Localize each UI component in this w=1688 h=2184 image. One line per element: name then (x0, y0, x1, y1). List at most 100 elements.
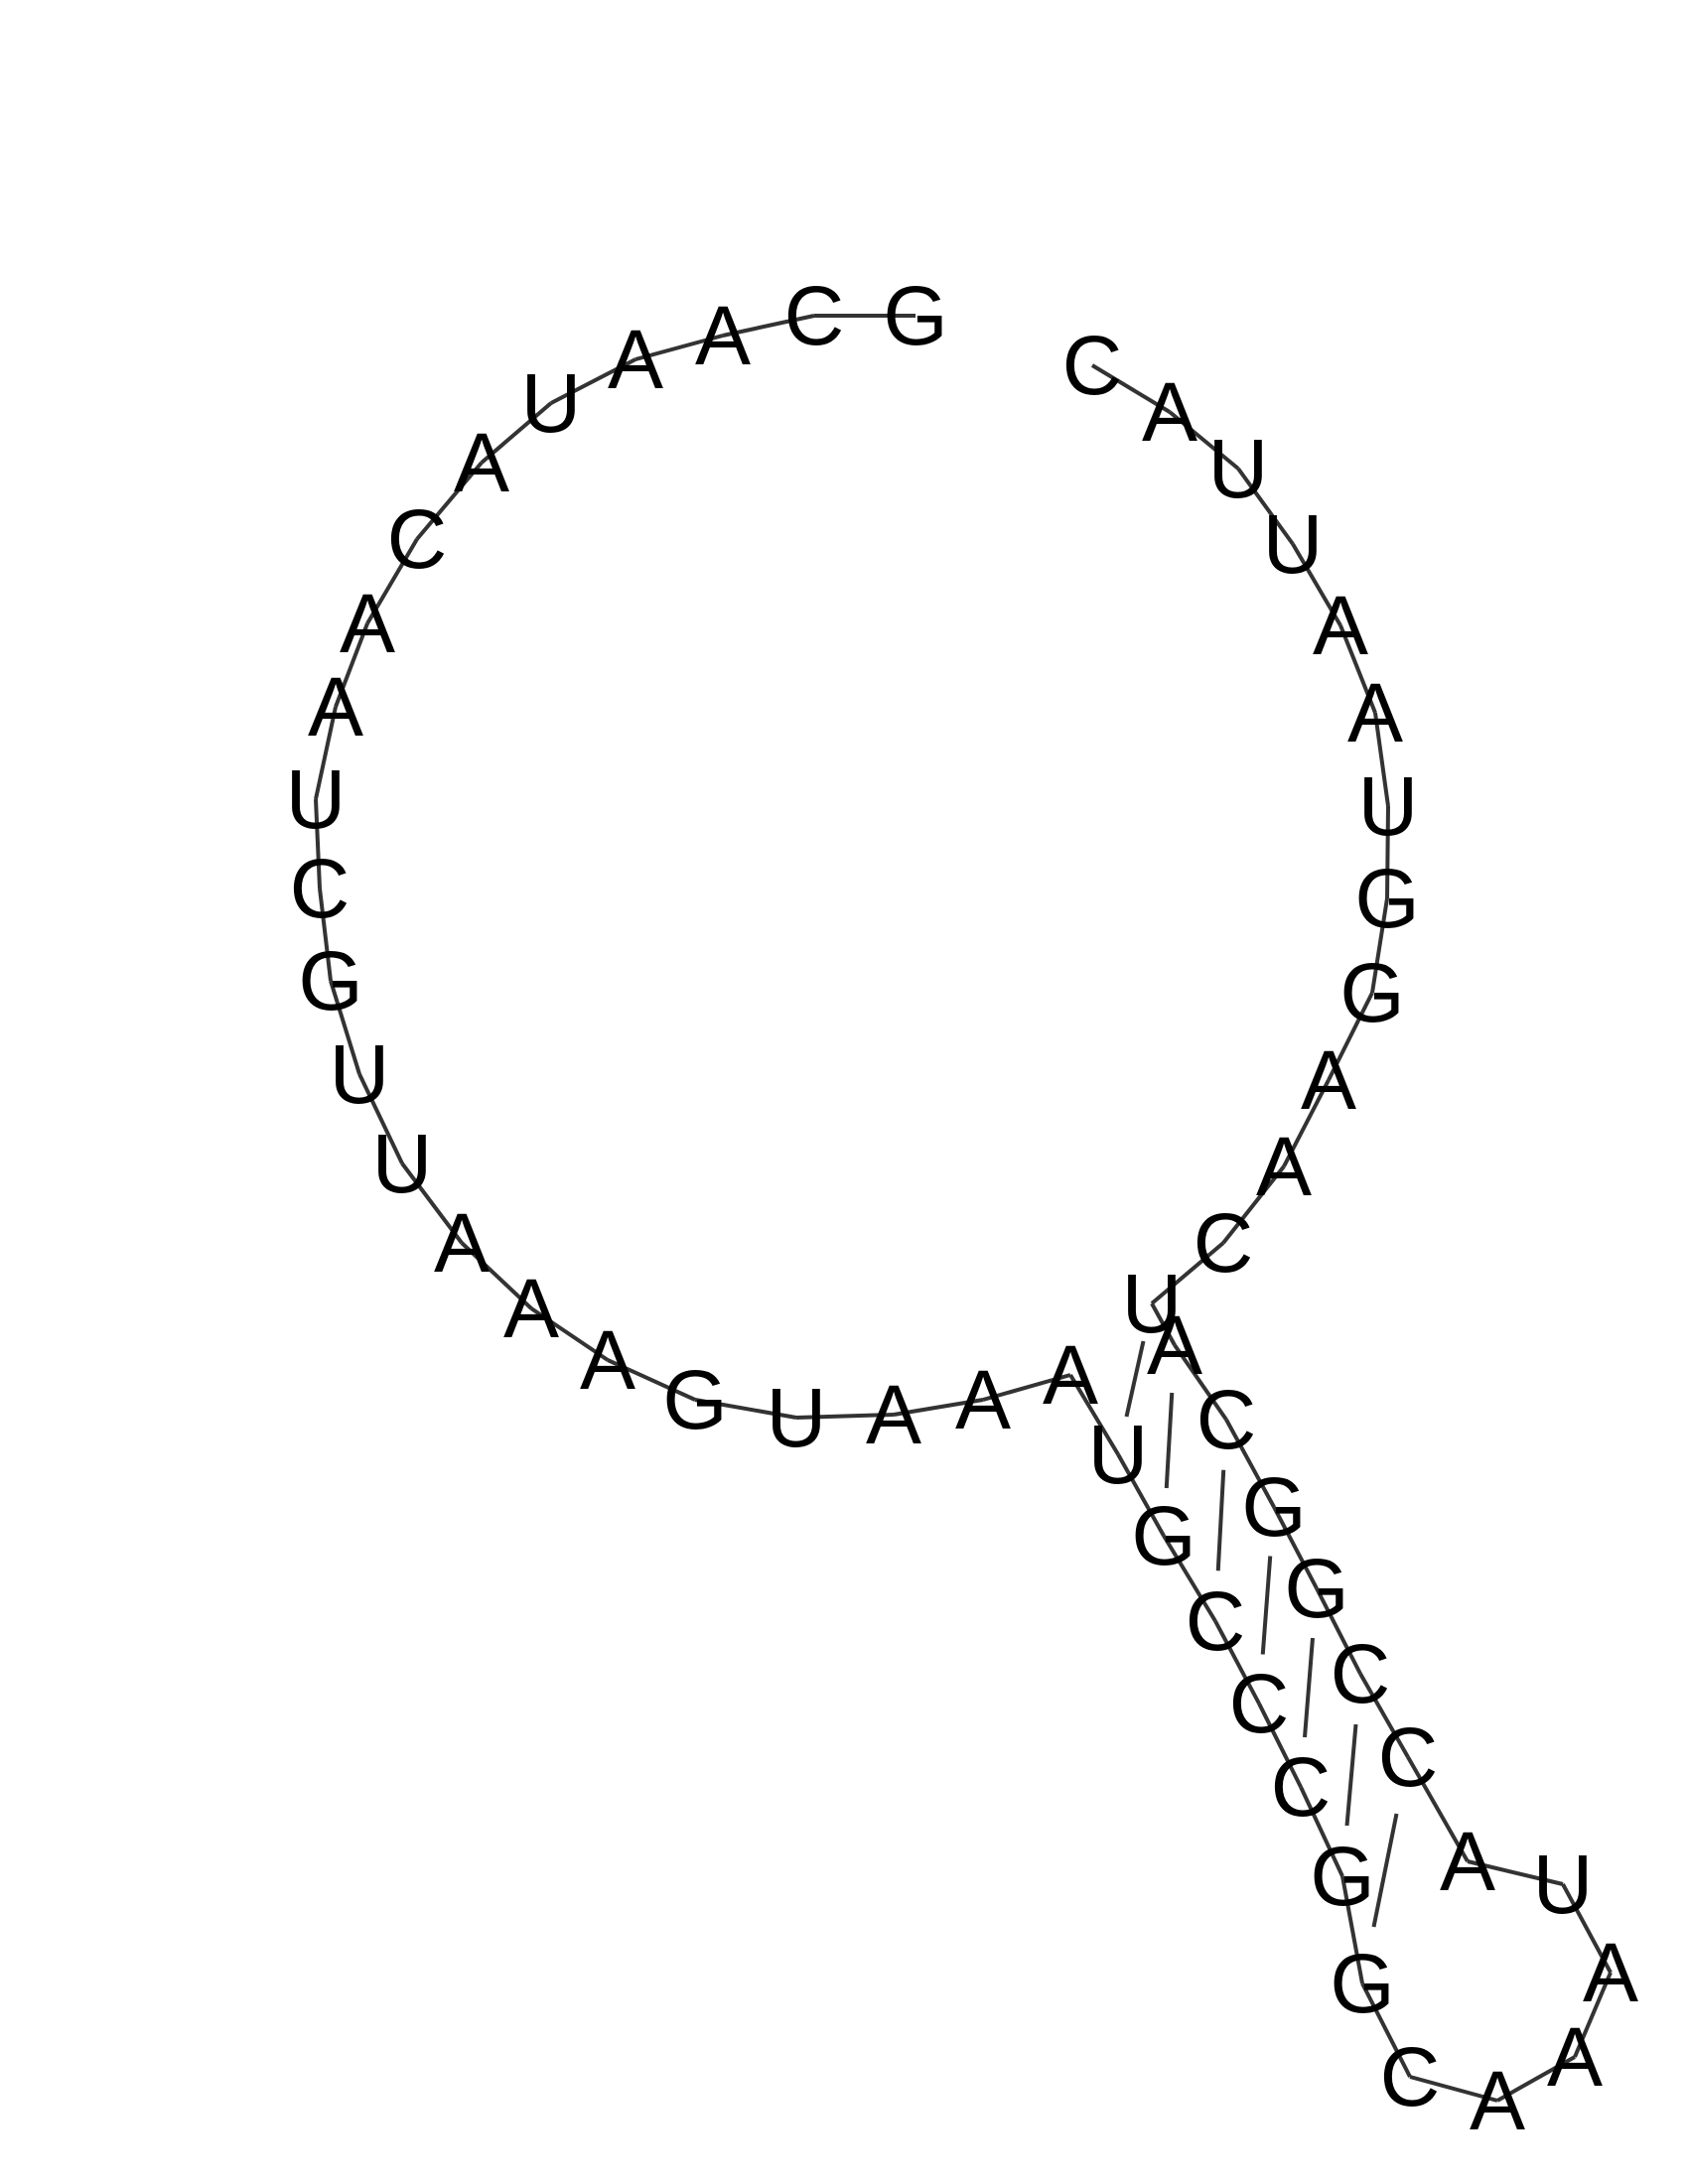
backbone-segment (1373, 712, 1390, 807)
nucleotide-c: C (1331, 1627, 1391, 1720)
nucleotide-u: U (286, 752, 347, 846)
backbone-segment (722, 314, 815, 338)
backbone-segment (607, 1358, 696, 1402)
backbone-segment (1385, 805, 1390, 899)
backbone-segment (1162, 1534, 1217, 1623)
nucleotide-c: C (1271, 1740, 1332, 1834)
base-pair-bond (1124, 1340, 1146, 1418)
nucleotide-a: A (866, 1368, 921, 1461)
backbone-segment (1221, 1164, 1286, 1245)
nucleotide-u: U (1088, 1408, 1149, 1501)
backbone-segment (329, 980, 361, 1075)
nucleotide-g: G (1131, 1489, 1196, 1582)
backbone-segment (1090, 363, 1172, 414)
backbone-segment (1315, 1587, 1362, 1675)
backbone-segment (1224, 1419, 1276, 1508)
backbone-segment (460, 1241, 533, 1310)
base-pair-bond (1371, 1813, 1399, 1928)
nucleotide-u: U (1263, 497, 1324, 591)
nucleotide-a: A (608, 313, 663, 406)
nucleotide-g: G (1330, 1937, 1394, 2030)
backbone-segment (1282, 1079, 1331, 1167)
nucleotide-a: A (1256, 1120, 1312, 1213)
backbone-segment (1327, 992, 1374, 1081)
base-pair-bond (1164, 1392, 1175, 1489)
backbone-segment (357, 1073, 404, 1164)
backbone-segment (480, 401, 553, 465)
backbone-segment (1338, 624, 1377, 714)
backbone-segment (1573, 1972, 1613, 2058)
nucleotide-u: U (372, 1117, 433, 1210)
base-pair-layer (1124, 1340, 1399, 1928)
nucleotide-a: A (340, 577, 395, 670)
nucleotide-g: G (1354, 852, 1419, 945)
nucleotide-a: A (1313, 579, 1368, 672)
nucleotide-a: A (454, 416, 509, 509)
backbone-segment (318, 887, 333, 982)
nucleotide-g: G (662, 1353, 727, 1446)
base-pair-bond (1303, 1637, 1315, 1738)
backbone-segment (1068, 1373, 1120, 1456)
backbone-segment (400, 1161, 464, 1245)
nucleotide-a: A (1583, 1926, 1638, 2019)
base-pair-bond (1344, 1723, 1358, 1827)
nucleotide-c: C (784, 269, 845, 362)
nucleotide-c: C (1380, 2030, 1441, 2123)
backbone-segment (1257, 1703, 1303, 1788)
nucleotide-u: U (330, 1027, 390, 1121)
nucleotide-c: C (1194, 1196, 1254, 1290)
backbone-segment (1467, 1859, 1564, 1886)
nucleotide-u: U (1358, 759, 1419, 853)
backbone-segment (550, 357, 636, 405)
backbone-segment (1406, 1756, 1470, 1862)
backbone-segment (795, 1413, 895, 1420)
nucleotide-c: C (290, 842, 351, 935)
backbone-segment (365, 537, 419, 625)
nucleotide-u: U (1122, 1257, 1183, 1350)
nucleotide-c: C (1186, 1574, 1246, 1668)
nucleotide-a: A (695, 289, 751, 382)
nucleotide-a: A (1301, 1033, 1356, 1127)
backbone-segment (1272, 1506, 1319, 1589)
backbone-segment (1236, 467, 1295, 546)
nucleotide-a: A (503, 1262, 559, 1355)
nucleotide-c: C (1378, 1710, 1439, 1804)
backbone-segment (1496, 2055, 1576, 2103)
backbone-layer (314, 314, 1613, 2103)
nucleotide-g: G (1339, 946, 1404, 1039)
base-pair-bond (1215, 1469, 1226, 1571)
backbone-segment (529, 1306, 610, 1362)
backbone-segment (415, 461, 484, 541)
nucleotide-a: A (1347, 666, 1403, 759)
nucleotide-a: A (580, 1313, 635, 1407)
backbone-segment (314, 706, 338, 800)
nucleotide-a: A (1470, 2054, 1525, 2147)
nucleotide-a: A (1147, 1298, 1202, 1392)
nucleotide-a: A (1547, 2010, 1603, 2104)
nucleotide-a: A (955, 1353, 1011, 1446)
nucleotide-g: G (298, 934, 362, 1027)
nucleotide-a: A (308, 660, 363, 753)
backbone-segment (314, 798, 322, 889)
nucleotide-g: G (1284, 1542, 1348, 1635)
nucleotide-a: A (1440, 1815, 1495, 1908)
nucleotide-c: C (1062, 319, 1123, 412)
backbone-segment (334, 622, 369, 708)
backbone-segment (694, 1398, 797, 1420)
backbone-segment (634, 334, 724, 361)
backbone-segment (1370, 897, 1389, 994)
backbone-segment (1360, 1982, 1412, 2078)
nucleotide-g: G (883, 269, 947, 362)
backbone-segment (1213, 1620, 1261, 1705)
backbone-segment (1358, 1673, 1410, 1758)
nucleotide-g: G (1310, 1830, 1374, 1923)
nucleotide-u: U (1208, 422, 1269, 515)
backbone-segment (893, 1398, 984, 1417)
backbone-segment (1150, 1302, 1177, 1346)
backbone-segment (1116, 1453, 1166, 1537)
nucleotide-a: A (1043, 1328, 1098, 1422)
nucleotide-c: C (1229, 1657, 1290, 1750)
backbone-segment (982, 1373, 1071, 1402)
